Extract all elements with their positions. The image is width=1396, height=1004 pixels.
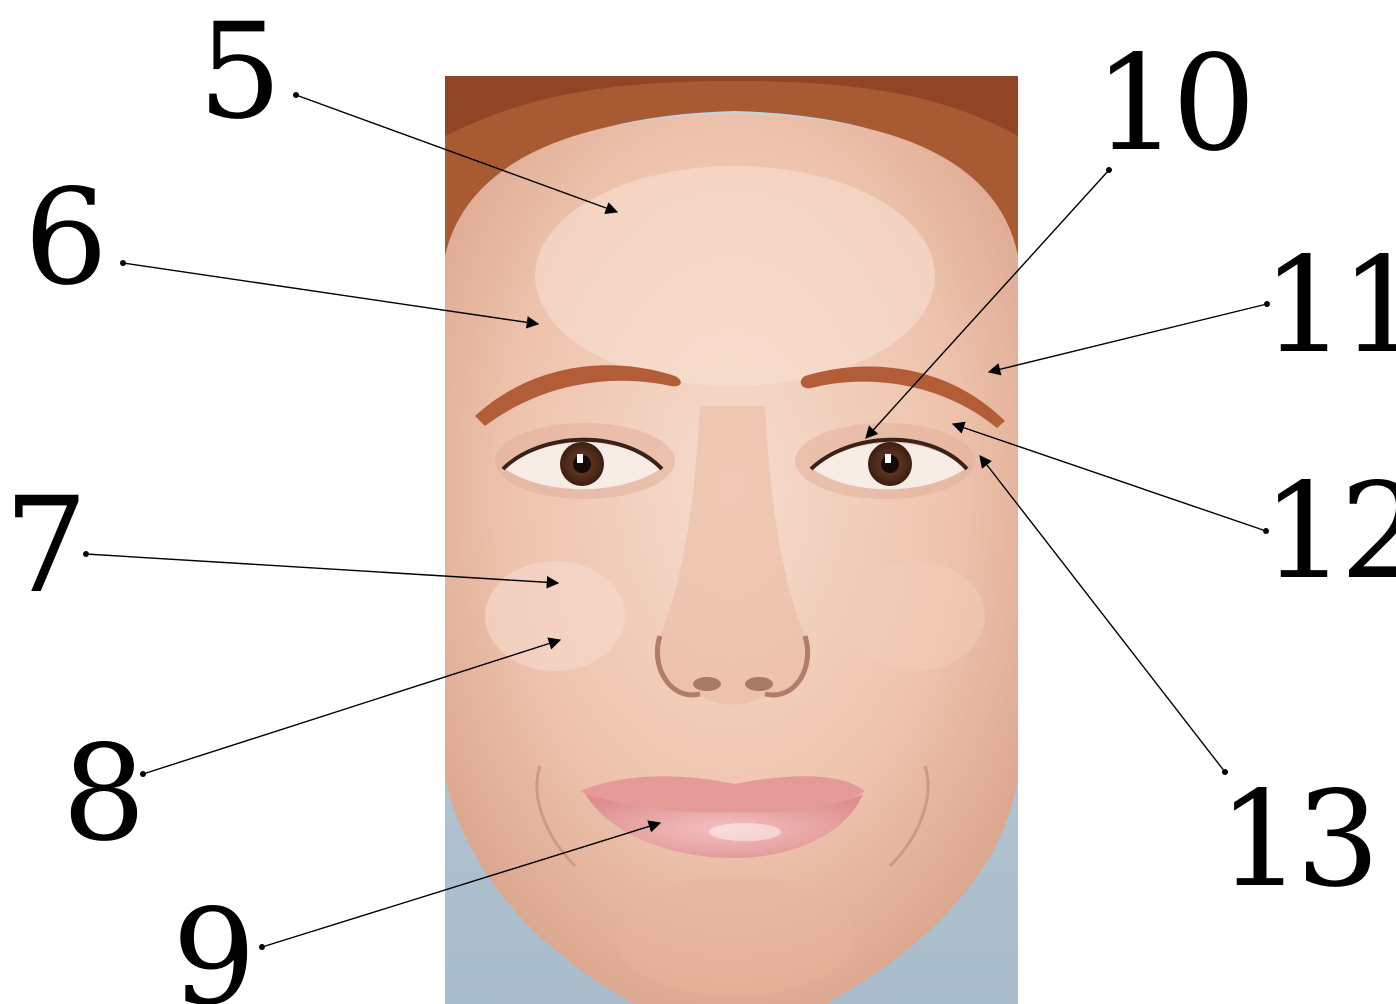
label-10: 10 [1094, 38, 1250, 170]
leader-line-5 [296, 95, 617, 212]
leader-line-7 [86, 554, 558, 583]
label-8: 8 [62, 728, 140, 860]
leader-dot-8 [140, 771, 146, 777]
leader-dot-9 [259, 944, 265, 950]
leader-line-12 [953, 424, 1266, 531]
label-12: 12 [1262, 466, 1396, 598]
label-9: 9 [172, 892, 250, 1004]
leader-line-9 [262, 823, 660, 947]
leader-line-6 [123, 263, 538, 324]
leader-line-8 [143, 640, 560, 774]
leader-dot-6 [120, 260, 126, 266]
leader-line-10 [866, 170, 1109, 438]
label-13: 13 [1218, 774, 1374, 906]
label-6: 6 [24, 172, 102, 304]
leader-line-13 [980, 456, 1225, 772]
leader-dot-5 [293, 92, 299, 98]
leader-line-11 [989, 304, 1267, 372]
label-11: 11 [1262, 240, 1396, 372]
label-5: 5 [198, 6, 276, 138]
label-7: 7 [4, 480, 82, 612]
leader-dot-7 [83, 551, 89, 557]
